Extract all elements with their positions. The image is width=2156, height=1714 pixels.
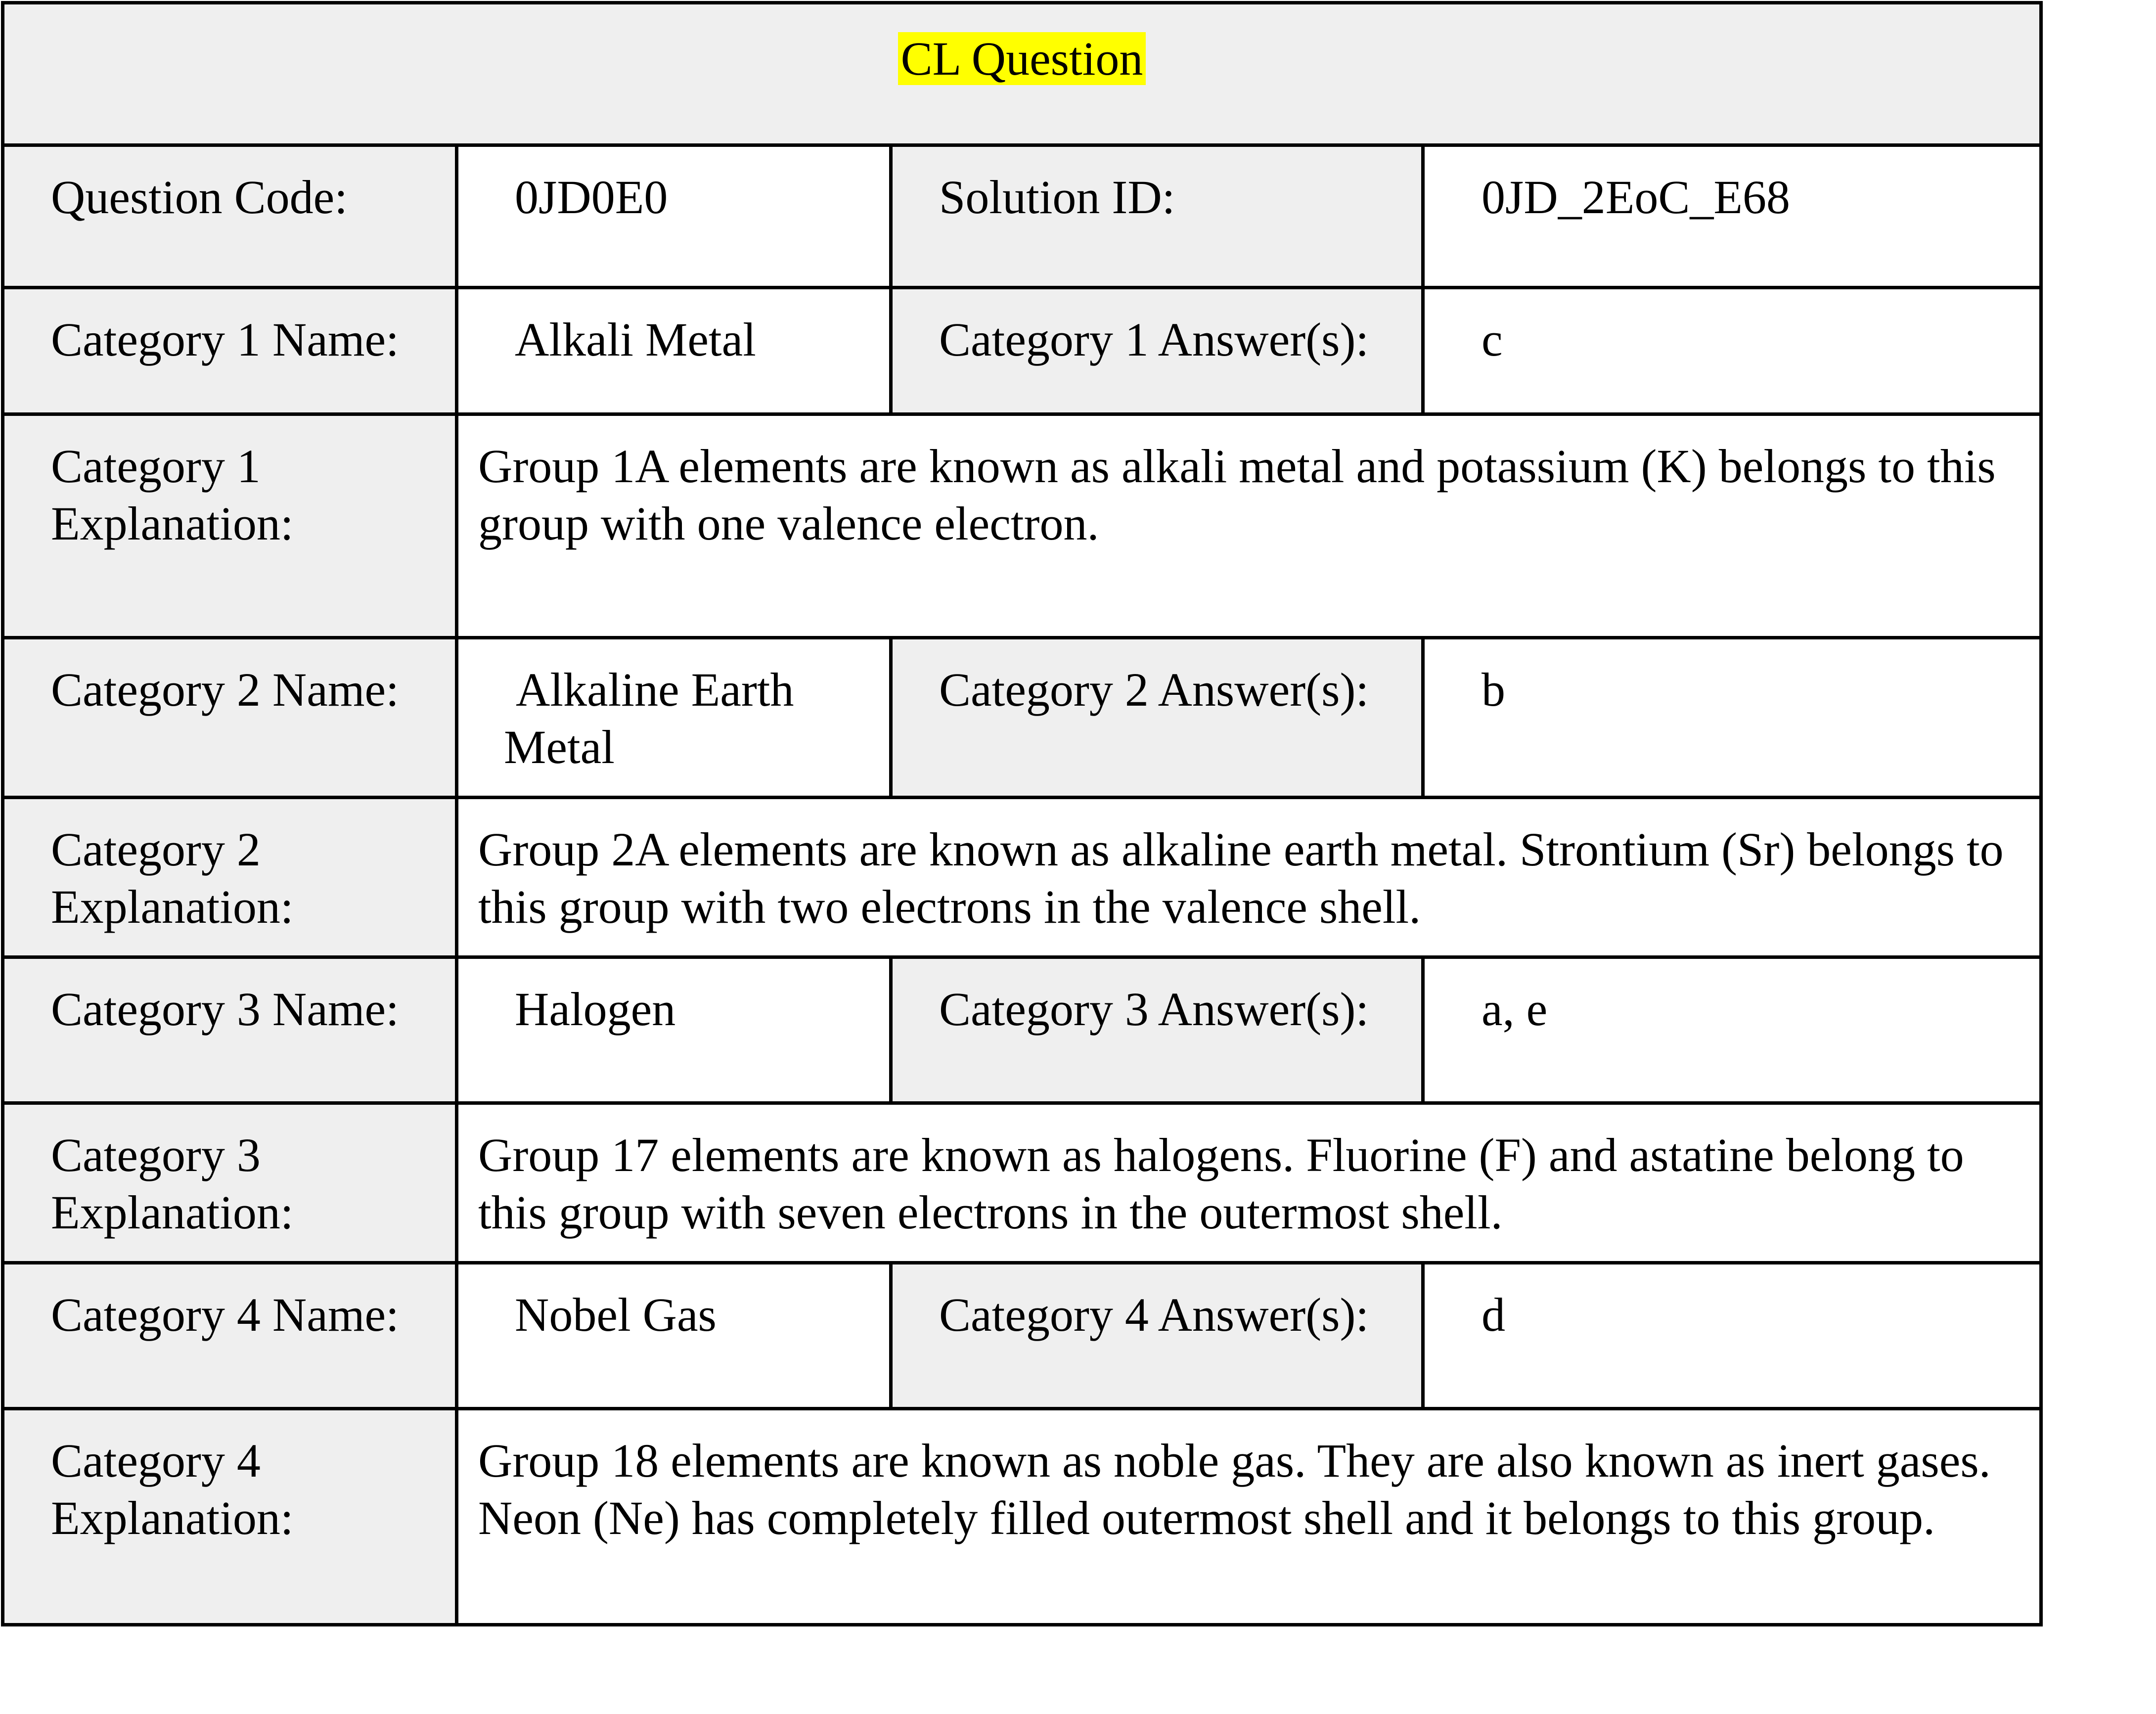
question-code-value: 0JD0E0 (455, 143, 893, 289)
category-3-name-row: Category 3 Name: Halogen Category 3 Answ… (1, 955, 2043, 1105)
category-3-explanation-label: Category 3 Explanation: (1, 1101, 458, 1264)
category-2-answer-value: b (1421, 636, 2043, 799)
category-2-name-row: Category 2 Name: Alkaline Earth Metal Ca… (1, 636, 2043, 799)
category-4-name-value: Nobel Gas (455, 1261, 893, 1410)
category-3-explanation-value: Group 17 elements are known as halogens.… (455, 1101, 2043, 1264)
category-1-explanation-label: Category 1 Explanation: (1, 412, 458, 639)
category-2-explanation-row: Category 2 Explanation: Group 2A element… (1, 796, 2043, 959)
solution-id-value: 0JD_2EoC_E68 (1421, 143, 2043, 289)
category-4-explanation-value: Group 18 elements are known as noble gas… (455, 1407, 2043, 1626)
category-2-name-label: Category 2 Name: (1, 636, 458, 799)
category-2-explanation-label: Category 2 Explanation: (1, 796, 458, 959)
category-1-answer-label: Category 1 Answer(s): (889, 286, 1425, 416)
category-1-name-value: Alkali Metal (455, 286, 893, 416)
category-1-explanation-row: Category 1 Explanation: Group 1A element… (1, 412, 2043, 639)
category-3-name-value: Halogen (455, 955, 893, 1105)
category-4-answer-label: Category 4 Answer(s): (889, 1261, 1425, 1410)
category-4-name-label: Category 4 Name: (1, 1261, 458, 1410)
question-table: CL Question Question Code: 0JD0E0 Soluti… (1, 1, 2043, 1626)
question-sheet: CL Question Question Code: 0JD0E0 Soluti… (1, 1, 2043, 1626)
category-1-explanation-value: Group 1A elements are known as alkali me… (455, 412, 2043, 639)
category-4-answer-value: d (1421, 1261, 2043, 1410)
title-row: CL Question (1, 1, 2043, 147)
title-cell: CL Question (1, 1, 2043, 147)
category-1-name-row: Category 1 Name: Alkali Metal Category 1… (1, 286, 2043, 416)
category-4-explanation-label: Category 4 Explanation: (1, 1407, 458, 1626)
category-3-answer-value: a, e (1421, 955, 2043, 1105)
category-3-explanation-row: Category 3 Explanation: Group 17 element… (1, 1101, 2043, 1264)
category-1-answer-value: c (1421, 286, 2043, 416)
question-code-label: Question Code: (1, 143, 458, 289)
category-2-answer-label: Category 2 Answer(s): (889, 636, 1425, 799)
header-row: Question Code: 0JD0E0 Solution ID: 0JD_2… (1, 143, 2043, 289)
category-4-name-row: Category 4 Name: Nobel Gas Category 4 An… (1, 1261, 2043, 1410)
category-1-name-label: Category 1 Name: (1, 286, 458, 416)
category-3-answer-label: Category 3 Answer(s): (889, 955, 1425, 1105)
solution-id-label: Solution ID: (889, 143, 1425, 289)
category-2-explanation-value: Group 2A elements are known as alkaline … (455, 796, 2043, 959)
category-2-name-value: Alkaline Earth Metal (455, 636, 893, 799)
page-title: CL Question (898, 32, 1146, 85)
category-4-explanation-row: Category 4 Explanation: Group 18 element… (1, 1407, 2043, 1626)
category-3-name-label: Category 3 Name: (1, 955, 458, 1105)
